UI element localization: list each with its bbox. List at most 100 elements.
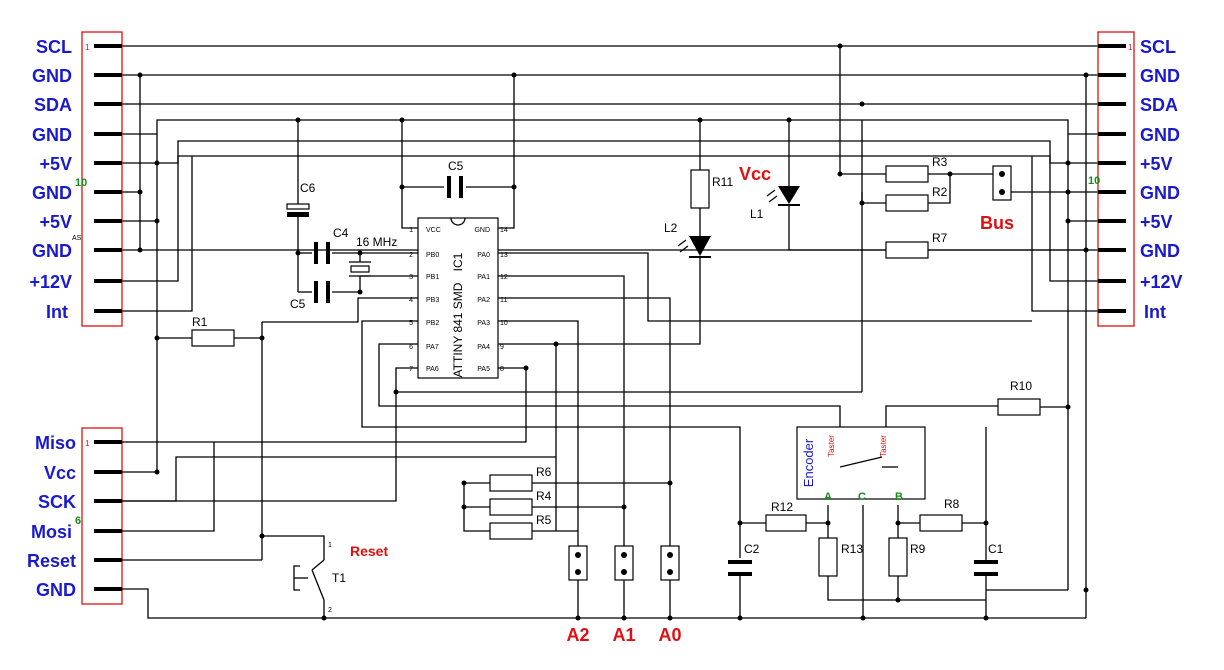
ic-pin-num: 5: [409, 320, 413, 327]
left-label-scl: SCL: [36, 37, 72, 57]
led-l1: L1 Vcc: [739, 120, 886, 251]
right-pin-10-marker: 10: [1088, 175, 1100, 187]
right-label-5v-2: +5V: [1140, 212, 1173, 232]
bus-wires: [122, 45, 1098, 618]
connector-right-top: 1 10 SCL GND SDA GND +5V GND +5V GND +12…: [1088, 31, 1183, 327]
crystal-16mhz: 16 MHz: [349, 235, 397, 277]
ic-wiring: [122, 75, 1032, 558]
encoder-pin-b: B: [895, 491, 903, 503]
r11-label: R11: [712, 175, 733, 189]
left-label-gnd-2: GND: [32, 125, 72, 145]
connector-isp: 1 6 Miso Vcc SCK Mosi Reset GND: [27, 427, 123, 605]
pin-10-marker: 10: [75, 177, 87, 189]
r3-label: R3: [932, 155, 948, 169]
crystal-label: 16 MHz: [356, 235, 397, 249]
resistor-r7: R7: [885, 231, 1086, 259]
t1-pin-1: 1: [328, 542, 332, 549]
junction-dots: [137, 43, 1089, 621]
ic-pin-num: 3: [409, 274, 413, 281]
capacitor-c6: C6: [286, 120, 316, 292]
ic-pin-name: PB2: [426, 320, 439, 327]
ic-pin-name: PA4: [477, 344, 490, 351]
capacitor-c4: C4: [314, 226, 349, 264]
capacitor-c5-top: C5: [447, 159, 464, 198]
right-label-scl: SCL: [1140, 37, 1176, 57]
ic-pin-name: PA6: [426, 366, 439, 373]
c4-label: C4: [333, 226, 349, 240]
t1-pin-2: 2: [328, 607, 332, 614]
left-label-5v-2: +5V: [39, 212, 72, 232]
c5-top-label: C5: [448, 159, 464, 173]
r8-label: R8: [944, 497, 960, 511]
encoder-taster-b: Taster: [879, 435, 888, 457]
right-label-gnd-2: GND: [1140, 125, 1180, 145]
right-label-12v: +12V: [1140, 272, 1183, 292]
c2-label: C2: [744, 542, 760, 556]
r12-label: R12: [771, 500, 793, 514]
isp-label-reset: Reset: [27, 551, 76, 571]
c5-bottom-label: C5: [290, 297, 306, 311]
pushbutton-t1: 1 2 T1 Reset: [293, 542, 388, 618]
as-marker: AS: [72, 235, 82, 242]
reset-label: Reset: [350, 543, 388, 559]
address-jumpers: A2 A1 A0: [566, 545, 682, 645]
ic-pin-num: 7: [409, 366, 413, 373]
ic-pin-name: PA2: [477, 297, 490, 304]
left-label-int: Int: [46, 302, 68, 322]
left-label-12v: +12V: [29, 272, 72, 292]
r13-label: R13: [841, 542, 863, 556]
right-label-int: Int: [1144, 302, 1166, 322]
led-l2: L2: [664, 221, 711, 258]
r1-label: R1: [192, 315, 208, 329]
left-label-gnd-3: GND: [32, 183, 72, 203]
isp-pin-1-marker: 1: [85, 439, 90, 448]
ic-pin-num: 14: [500, 227, 508, 234]
ic-name: IC1: [451, 252, 465, 271]
address-resistors: R6 R4 R5: [463, 465, 670, 540]
a0-label: A0: [658, 625, 681, 645]
isp-label-sck: SCK: [38, 492, 76, 512]
right-pin-1-marker: 1: [1128, 43, 1133, 52]
capacitor-c2: C2: [728, 542, 760, 618]
right-label-gnd-3: GND: [1140, 183, 1180, 203]
ic-pin-name: PB3: [426, 297, 439, 304]
r10-label: R10: [1010, 379, 1032, 393]
r6-label: R6: [536, 465, 552, 479]
resistor-r1: R1: [122, 221, 263, 560]
isp-pin-6-marker: 6: [75, 515, 81, 527]
isp-label-mosi: Mosi: [31, 522, 72, 542]
right-label-5v-1: +5V: [1140, 154, 1173, 174]
r9-label: R9: [910, 542, 926, 556]
r2-label: R2: [932, 185, 948, 199]
encoder-module: Encoder Taster Taster A C B: [796, 405, 998, 503]
t1-label: T1: [332, 571, 346, 585]
left-label-sda: SDA: [34, 95, 72, 115]
l1-label: L1: [750, 207, 764, 221]
ic-pin-name: PA0: [477, 252, 490, 259]
ic-pin-name: GND: [474, 227, 490, 234]
ic-pin-num: 10: [500, 320, 508, 327]
bus-jumper-group: R3 R2 Bus: [839, 46, 1068, 233]
isp-label-gnd: GND: [36, 580, 76, 600]
c1-label: C1: [988, 542, 1004, 556]
ic-pin-num: 2: [409, 252, 413, 259]
ic-pin-name: PB0: [426, 252, 439, 259]
encoder-taster-a: Taster: [827, 435, 836, 457]
capacitor-c5-bottom: C5: [290, 281, 330, 311]
ic-pin-num: 9: [500, 344, 504, 351]
isp-label-vcc: Vcc: [44, 463, 76, 483]
bus-label: Bus: [980, 213, 1014, 233]
ic-pin-num: 12: [500, 274, 508, 281]
ic-pin-num: 13: [500, 252, 508, 259]
r5-label: R5: [536, 513, 552, 527]
encoder-pin-c: C: [858, 491, 866, 503]
ic-part: ATTINY 841 SMD: [451, 282, 465, 377]
connector-left-top: 1 10 AS SCL GND SDA GND +5V GND +5V GND …: [29, 31, 123, 327]
ic-pin-name: PA1: [477, 274, 490, 281]
a1-label: A1: [612, 625, 635, 645]
encoder-filter: R12 R13 R9 R8 C1: [740, 427, 1068, 618]
ic-pin-num: 4: [409, 297, 413, 304]
l2-label: L2: [664, 221, 678, 235]
encoder-pin-a: A: [824, 491, 832, 503]
